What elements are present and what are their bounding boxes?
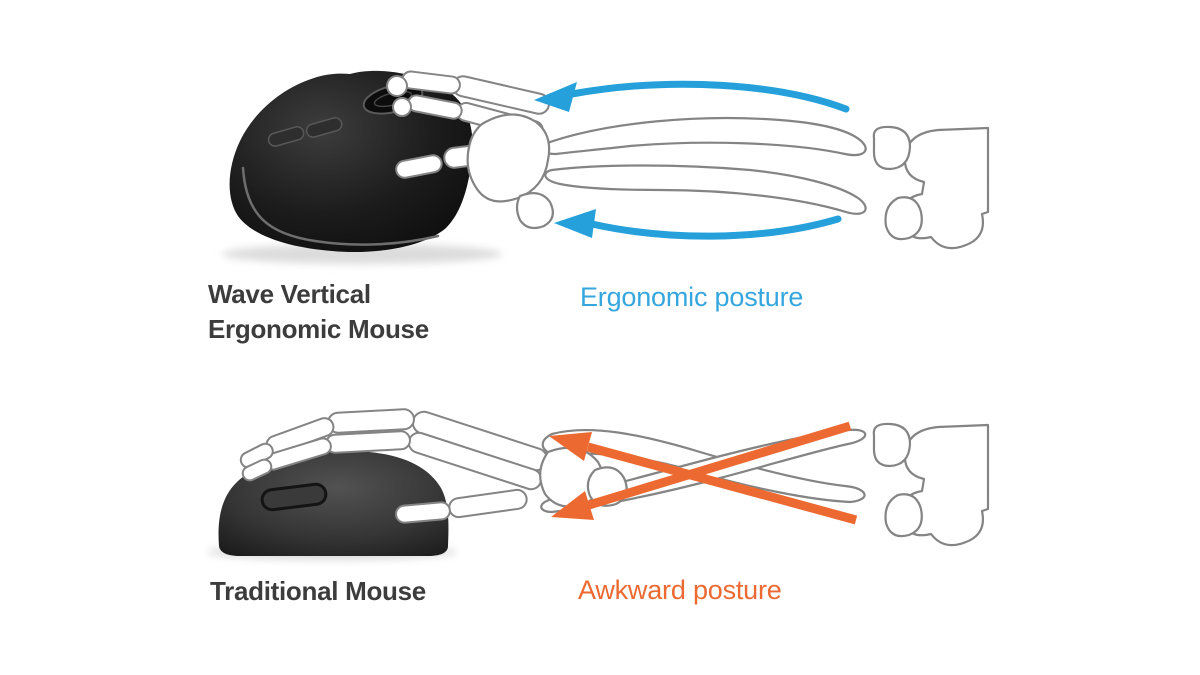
- mouse-accent-line: [241, 166, 440, 246]
- crossed-arrow-shaft-down: [587, 421, 852, 510]
- vertical-mouse-body: [229, 70, 473, 253]
- mouse-shadow: [222, 244, 502, 264]
- skeletal-hand-flat-grip: [239, 408, 628, 524]
- traditional-mouse-illustration: [218, 450, 449, 556]
- side-buttons-icon: [267, 126, 305, 147]
- bone-segment: [241, 458, 273, 482]
- traditional-mouse-title: Traditional Mouse: [210, 576, 426, 606]
- side-buttons-icon: [260, 482, 328, 512]
- crossed-arrow-head-down: [551, 491, 594, 520]
- vertical-mouse-illustration: [229, 70, 473, 253]
- bone-segment: [325, 430, 411, 454]
- radius-bone: [542, 116, 867, 157]
- bottom-curved-arrow-head: [554, 209, 596, 238]
- crossed-arrow-shaft-up: [586, 442, 858, 525]
- supination-rotation-arrows-icon: [534, 80, 850, 240]
- traditional-mouse-body: [218, 450, 449, 556]
- top-curved-arrow-shaft: [568, 80, 850, 113]
- thumb-bone: [448, 488, 528, 519]
- ulna-bone: [544, 164, 867, 215]
- bone-segment: [386, 75, 408, 97]
- ergonomic-mouse-title-line1: Wave Vertical: [208, 279, 371, 309]
- ergonomic-posture-label: Ergonomic posture: [580, 282, 804, 312]
- forearm-bones-parallel: [542, 116, 867, 215]
- side-buttons-icon: [305, 117, 343, 138]
- elbow-joint-bottom: [872, 422, 990, 547]
- pronation-crossed-arrows-icon: [549, 421, 858, 525]
- top-curved-arrow-head: [534, 82, 577, 112]
- ergonomic-mouse-title: Wave Vertical Ergonomic Mouse: [208, 277, 429, 347]
- awkward-posture-label: Awkward posture: [578, 575, 782, 605]
- crossed-arrow-head-up: [549, 432, 592, 461]
- ergonomic-section-illustration: [222, 70, 990, 264]
- skeletal-hand-vertical-grip: [386, 70, 555, 230]
- traditional-section-illustration: [207, 408, 990, 560]
- thumb-bone: [395, 154, 443, 179]
- bone-segment: [392, 97, 412, 117]
- ergonomic-mouse-title-line2: Ergonomic Mouse: [208, 314, 429, 344]
- elbow-joint-top: [872, 125, 990, 250]
- bottom-curved-arrow-shaft: [588, 215, 842, 240]
- bone-segment: [327, 408, 415, 434]
- thumb-bone: [395, 501, 451, 524]
- carpal-bones: [515, 191, 555, 230]
- carpal-bones: [466, 113, 551, 203]
